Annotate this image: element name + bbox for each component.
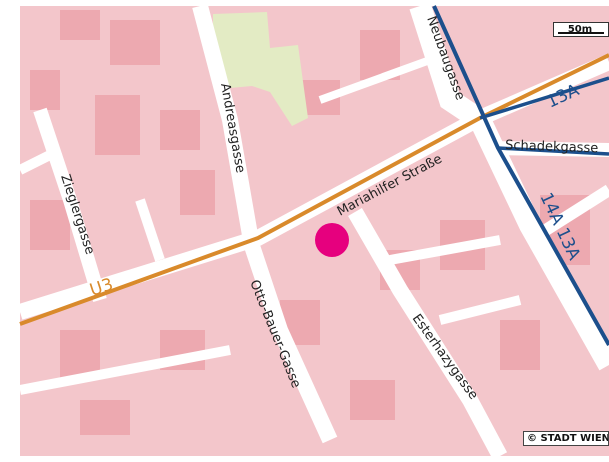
bus-line-top <box>479 76 609 120</box>
scale-bar: 50m <box>553 22 609 37</box>
street-label-schade: Schadekgasse <box>505 138 599 156</box>
bus-line-schadekgasse <box>497 146 609 156</box>
copyright-label: © STADT WIEN <box>523 431 609 446</box>
scale-bar-line <box>558 32 604 34</box>
u3-line <box>19 53 609 326</box>
location-marker[interactable] <box>315 223 349 257</box>
buildings <box>30 10 590 435</box>
scale-label: 50m <box>567 24 593 35</box>
park-area <box>213 12 308 126</box>
